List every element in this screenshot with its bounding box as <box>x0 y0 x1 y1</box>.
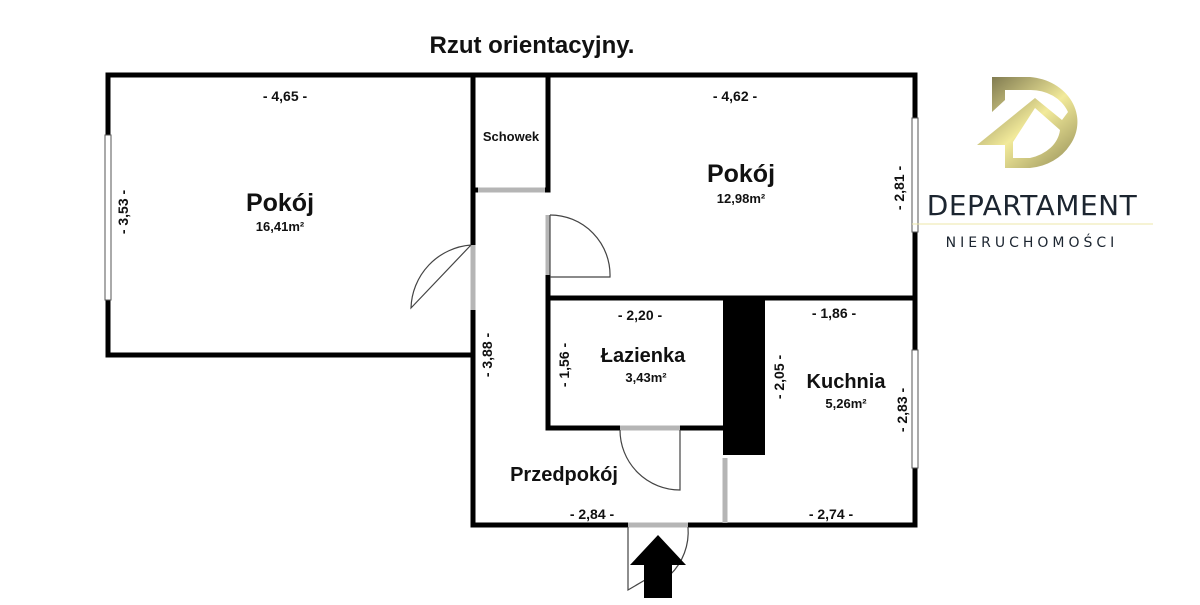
logo-d-house-icon <box>977 77 1087 168</box>
room-name-pokoj-left: Pokój <box>246 189 314 217</box>
dim-pokoj-right-height: - 2,81 - <box>891 165 907 210</box>
openings <box>470 187 728 528</box>
dim-kuchnia-height-right: - 2,83 - <box>894 387 910 432</box>
dim-kuchnia-height-left: - 2,05 - <box>771 354 787 399</box>
dim-lazienka-height: - 1,56 - <box>556 342 572 387</box>
walls <box>105 72 918 528</box>
door-swings <box>410 214 689 592</box>
logo-subtitle: NIERUCHOMOŚCI <box>946 233 1119 251</box>
dim-kuchnia-width-top: - 1,86 - <box>812 305 857 321</box>
dim-pokoj-left-width: - 4,65 - <box>263 88 308 104</box>
entrance-arrow-icon <box>630 535 686 598</box>
chimney <box>723 298 765 455</box>
room-name-przedpokoj: Przedpokój <box>510 464 618 486</box>
windows <box>104 117 919 469</box>
company-logo: DEPARTAMENT NIERUCHOMOŚCI <box>912 77 1153 251</box>
room-area-pokoj-right: 12,98m² <box>717 191 766 206</box>
dim-pokoj-left-height: - 3,53 - <box>115 189 131 234</box>
room-name-lazienka: Łazienka <box>601 345 686 367</box>
room-name-schowek: Schowek <box>483 129 540 144</box>
room-area-pokoj-left: 16,41m² <box>256 219 305 234</box>
room-name-pokoj-right: Pokój <box>707 160 775 188</box>
dim-kuchnia-width-bottom: - 2,74 - <box>809 506 854 522</box>
plan-title: Rzut orientacyjny. <box>430 32 635 59</box>
room-area-lazienka: 3,43m² <box>625 370 667 385</box>
dim-przedpokoj-width: - 2,84 - <box>570 506 615 522</box>
dim-pokoj-right-width: - 4,62 - <box>713 88 758 104</box>
room-name-kuchnia: Kuchnia <box>807 371 887 393</box>
logo-name: DEPARTAMENT <box>927 189 1138 222</box>
dim-przedpokoj-height: - 3,88 - <box>479 332 495 377</box>
room-area-kuchnia: 5,26m² <box>825 396 867 411</box>
dim-lazienka-width: - 2,20 - <box>618 307 663 323</box>
